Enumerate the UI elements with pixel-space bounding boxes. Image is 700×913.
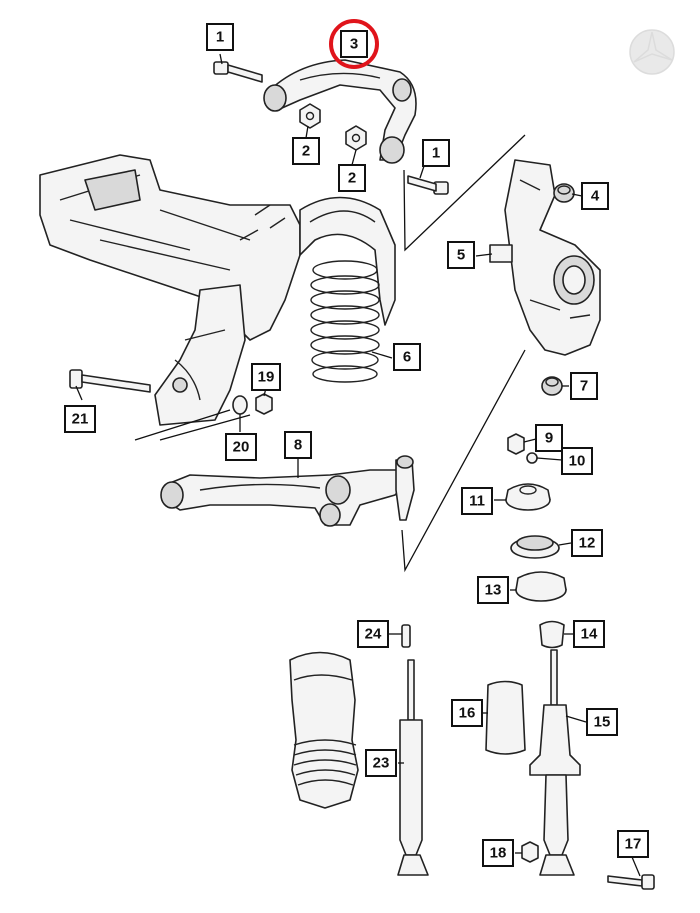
- bolt-21: [69, 369, 151, 393]
- nut-2: [345, 125, 367, 151]
- air-spring-bellows: [289, 651, 359, 809]
- shock-absorber-23: [397, 659, 429, 876]
- spring-isolator-12: [510, 535, 560, 559]
- callout-label: 8: [294, 437, 302, 454]
- callout-24: 24: [357, 620, 389, 648]
- callout-label: 20: [233, 439, 250, 456]
- callout-3-highlighted: 3: [329, 19, 379, 69]
- callout-label: 2: [302, 143, 310, 160]
- callout-label: 11: [469, 493, 485, 510]
- bolt-upper-left: [213, 61, 263, 83]
- spring-seat-13: [515, 571, 567, 602]
- highlight-ring: [329, 19, 379, 69]
- callout-13: 13: [477, 576, 509, 604]
- callout-label: 3: [350, 36, 358, 53]
- callout-14: 14: [573, 620, 605, 648]
- callout-2-right: 2: [338, 164, 366, 192]
- callout-1-right: 1: [422, 139, 450, 167]
- stud-24: [401, 624, 411, 648]
- callout-10: 10: [561, 447, 593, 475]
- callout-21: 21: [64, 405, 96, 433]
- spring-tower: [299, 196, 396, 326]
- frame-crossmember: [39, 154, 301, 341]
- nut-10: [526, 452, 538, 464]
- bolt-upper-right: [407, 175, 449, 195]
- callout-4: 4: [581, 182, 609, 210]
- callout-label: 1: [432, 145, 440, 162]
- callout-label: 18: [490, 845, 507, 862]
- callout-16: 16: [451, 699, 483, 727]
- callout-label: 10: [569, 453, 586, 470]
- bushing-4: [553, 183, 575, 203]
- watermark-logo: [629, 29, 675, 75]
- callout-5: 5: [447, 241, 475, 269]
- callout-label: 16: [459, 705, 476, 722]
- callout-7: 7: [570, 372, 598, 400]
- upper-control-arm: [263, 59, 417, 164]
- callout-12: 12: [571, 529, 603, 557]
- callout-8: 8: [284, 431, 312, 459]
- bushing-7: [541, 376, 563, 396]
- callout-label: 15: [594, 714, 611, 731]
- callout-label: 14: [581, 626, 598, 643]
- callout-15: 15: [586, 708, 618, 736]
- nut-9: [507, 433, 525, 455]
- callout-label: 7: [580, 378, 588, 395]
- callout-19: 19: [251, 363, 281, 391]
- callout-label: 13: [485, 582, 502, 599]
- callout-label: 4: [591, 188, 600, 205]
- callout-23: 23: [365, 749, 397, 777]
- callout-label: 23: [373, 755, 390, 772]
- callout-label: 6: [403, 349, 411, 366]
- callout-label: 17: [625, 836, 642, 853]
- callout-label: 21: [72, 411, 89, 428]
- bolt-17: [607, 874, 655, 890]
- dust-boot-16: [485, 680, 526, 755]
- callout-17: 17: [617, 830, 649, 858]
- top-mount-11: [505, 483, 551, 511]
- callout-label: 1: [216, 29, 224, 46]
- callout-label: 2: [348, 170, 356, 187]
- callout-6: 6: [393, 343, 421, 371]
- callout-1-top: 1: [206, 23, 234, 51]
- shock-absorber-15: [529, 649, 581, 876]
- callout-18: 18: [482, 839, 514, 867]
- steering-knuckle: [489, 159, 601, 356]
- callout-label: 12: [579, 535, 596, 552]
- callout-label: 5: [457, 247, 465, 264]
- callout-20: 20: [225, 433, 257, 461]
- callout-label: 24: [365, 626, 382, 643]
- bump-stop-14: [539, 620, 565, 649]
- callout-11: 11: [461, 487, 493, 515]
- lower-control-arm: [160, 455, 415, 527]
- washer-20: [232, 395, 248, 415]
- callout-9: 9: [535, 424, 563, 452]
- nut-19: [255, 393, 273, 415]
- callout-2-left: 2: [292, 137, 320, 165]
- callout-label: 9: [545, 430, 553, 447]
- callout-label: 19: [258, 369, 275, 386]
- coil-spring: [310, 260, 380, 383]
- nut-18: [521, 841, 539, 863]
- nut-1: [299, 103, 321, 129]
- lower-frame-bracket: [154, 284, 246, 426]
